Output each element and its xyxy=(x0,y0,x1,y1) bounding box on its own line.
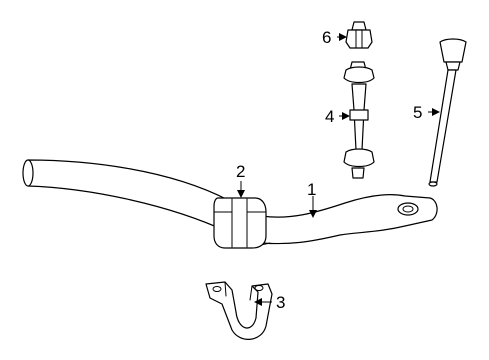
leader-4 xyxy=(339,112,350,120)
callout-6: 6 xyxy=(322,28,331,47)
link-rod[interactable] xyxy=(428,38,467,187)
stabilizer-link[interactable] xyxy=(343,61,375,179)
leader-5 xyxy=(428,108,440,116)
callout-3: 3 xyxy=(276,293,285,312)
leader-3 xyxy=(254,298,272,306)
callout-5: 5 xyxy=(413,103,422,122)
bushing-bracket[interactable] xyxy=(205,281,273,340)
leader-6 xyxy=(337,33,347,41)
leader-1 xyxy=(309,196,317,218)
leader-2 xyxy=(237,181,245,198)
nut[interactable] xyxy=(345,21,373,49)
callout-2: 2 xyxy=(236,162,245,181)
stabilizer-bar-bushing[interactable] xyxy=(213,197,267,249)
callout-4: 4 xyxy=(325,107,334,126)
callout-1: 1 xyxy=(307,180,316,199)
